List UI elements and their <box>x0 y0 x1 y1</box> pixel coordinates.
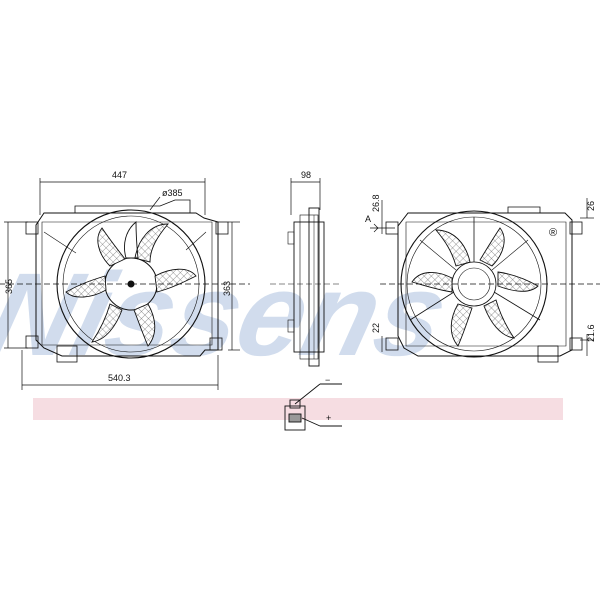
highlight-band <box>33 398 563 420</box>
connector-drawing <box>284 383 342 431</box>
rear-fan-blades <box>411 227 539 347</box>
dim-right-top: 26 <box>586 201 596 211</box>
connector-negative-label: − <box>325 375 330 385</box>
dim-bottom-offset: 22 <box>371 323 381 333</box>
arrow-label-a: A <box>365 214 371 224</box>
front-dimension-lines <box>0 178 250 390</box>
dim-top-offset: 26.8 <box>371 194 381 212</box>
dim-right-bottom: 21.6 <box>586 324 596 342</box>
front-fan-blades <box>65 221 197 347</box>
connector-positive-label: + <box>326 413 331 423</box>
rear-dimension-lines <box>370 198 600 356</box>
dim-depth: 98 <box>301 170 311 180</box>
brand-watermark: Nissens <box>0 250 460 381</box>
dim-shroud-height: 365 <box>4 279 14 294</box>
dim-base-width: 540.3 <box>108 373 131 383</box>
side-view <box>270 178 340 367</box>
dim-fan-diameter: ø385 <box>162 188 183 198</box>
dim-overall-width: 447 <box>112 170 127 180</box>
dim-fan-height: 363 <box>222 281 232 296</box>
registered-mark: ® <box>549 227 557 239</box>
